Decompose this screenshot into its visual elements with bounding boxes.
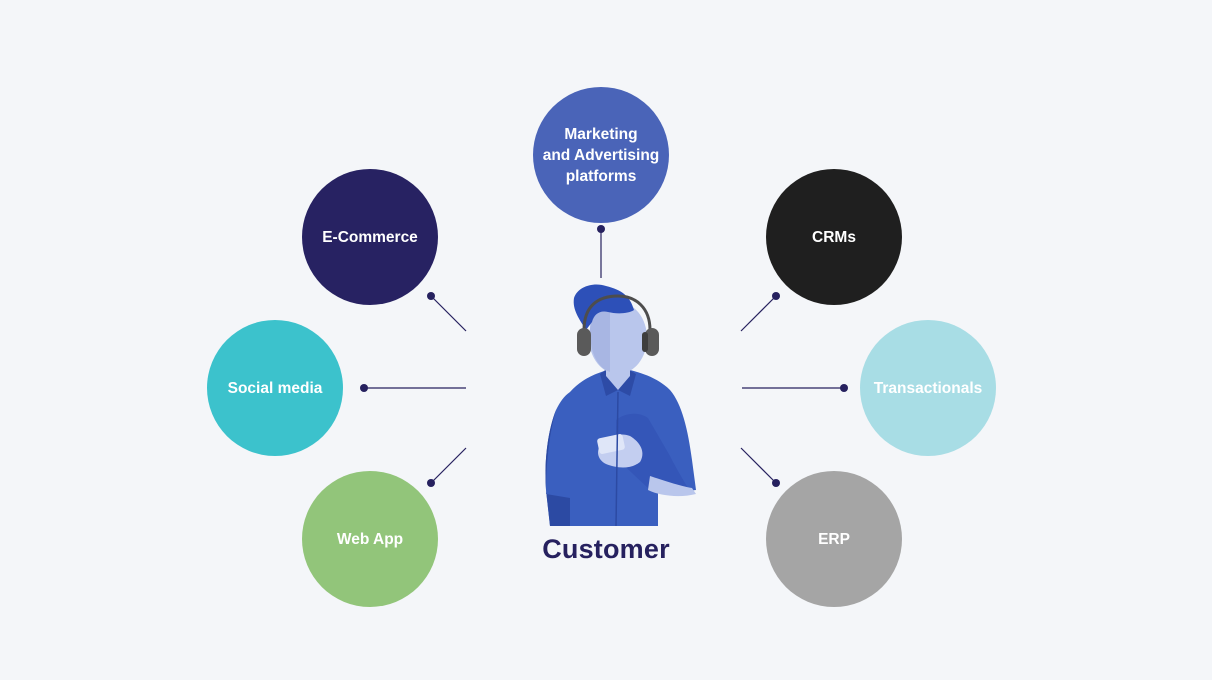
customer-sleeve-cuff xyxy=(648,476,696,497)
node-label-transactionals: Transactionals xyxy=(873,379,983,397)
connector-dot-social xyxy=(360,384,368,392)
connector-dot-crms xyxy=(772,292,780,300)
connector-erp xyxy=(740,447,777,484)
node-label-social: Social media xyxy=(227,379,323,397)
node-ecommerce: E-Commerce xyxy=(302,169,438,305)
node-marketing-platforms: Marketing and Advertising platforms xyxy=(533,87,669,223)
customer-face-shade xyxy=(590,302,610,372)
connector-dot-transactionals xyxy=(840,384,848,392)
connector-ecommerce xyxy=(430,295,467,332)
customer-shirt-placket xyxy=(615,391,619,527)
customer-shirt-shade xyxy=(545,410,570,526)
customer-arm xyxy=(616,413,690,495)
node-label-ecommerce: E-Commerce xyxy=(322,228,418,246)
headphone-pad-right xyxy=(642,332,648,352)
headphone-cup-right xyxy=(645,328,659,356)
node-transactionals: Transactionals xyxy=(860,320,996,456)
connector-dot-ecommerce xyxy=(427,292,435,300)
customer-label: Customer xyxy=(542,534,670,564)
headphone-cup-left xyxy=(577,328,591,356)
connector-dot-marketing xyxy=(597,225,605,233)
node-label-crms: CRMs xyxy=(812,228,856,246)
node-social-media: Social media xyxy=(207,320,343,456)
customer-illustration xyxy=(545,284,696,527)
node-crms: CRMs xyxy=(766,169,902,305)
connector-crms xyxy=(740,295,777,332)
node-label-erp: ERP xyxy=(818,530,850,548)
customer-headphone-band xyxy=(582,294,652,331)
connector-dot-erp xyxy=(772,479,780,487)
node-web-app: Web App xyxy=(302,471,438,607)
node-erp: ERP xyxy=(766,471,902,607)
connector-dot-webapp xyxy=(427,479,435,487)
connector-webapp xyxy=(430,447,467,484)
node-label-marketing: Marketing and Advertising platforms xyxy=(542,125,660,185)
node-label-webapp: Web App xyxy=(336,530,404,548)
